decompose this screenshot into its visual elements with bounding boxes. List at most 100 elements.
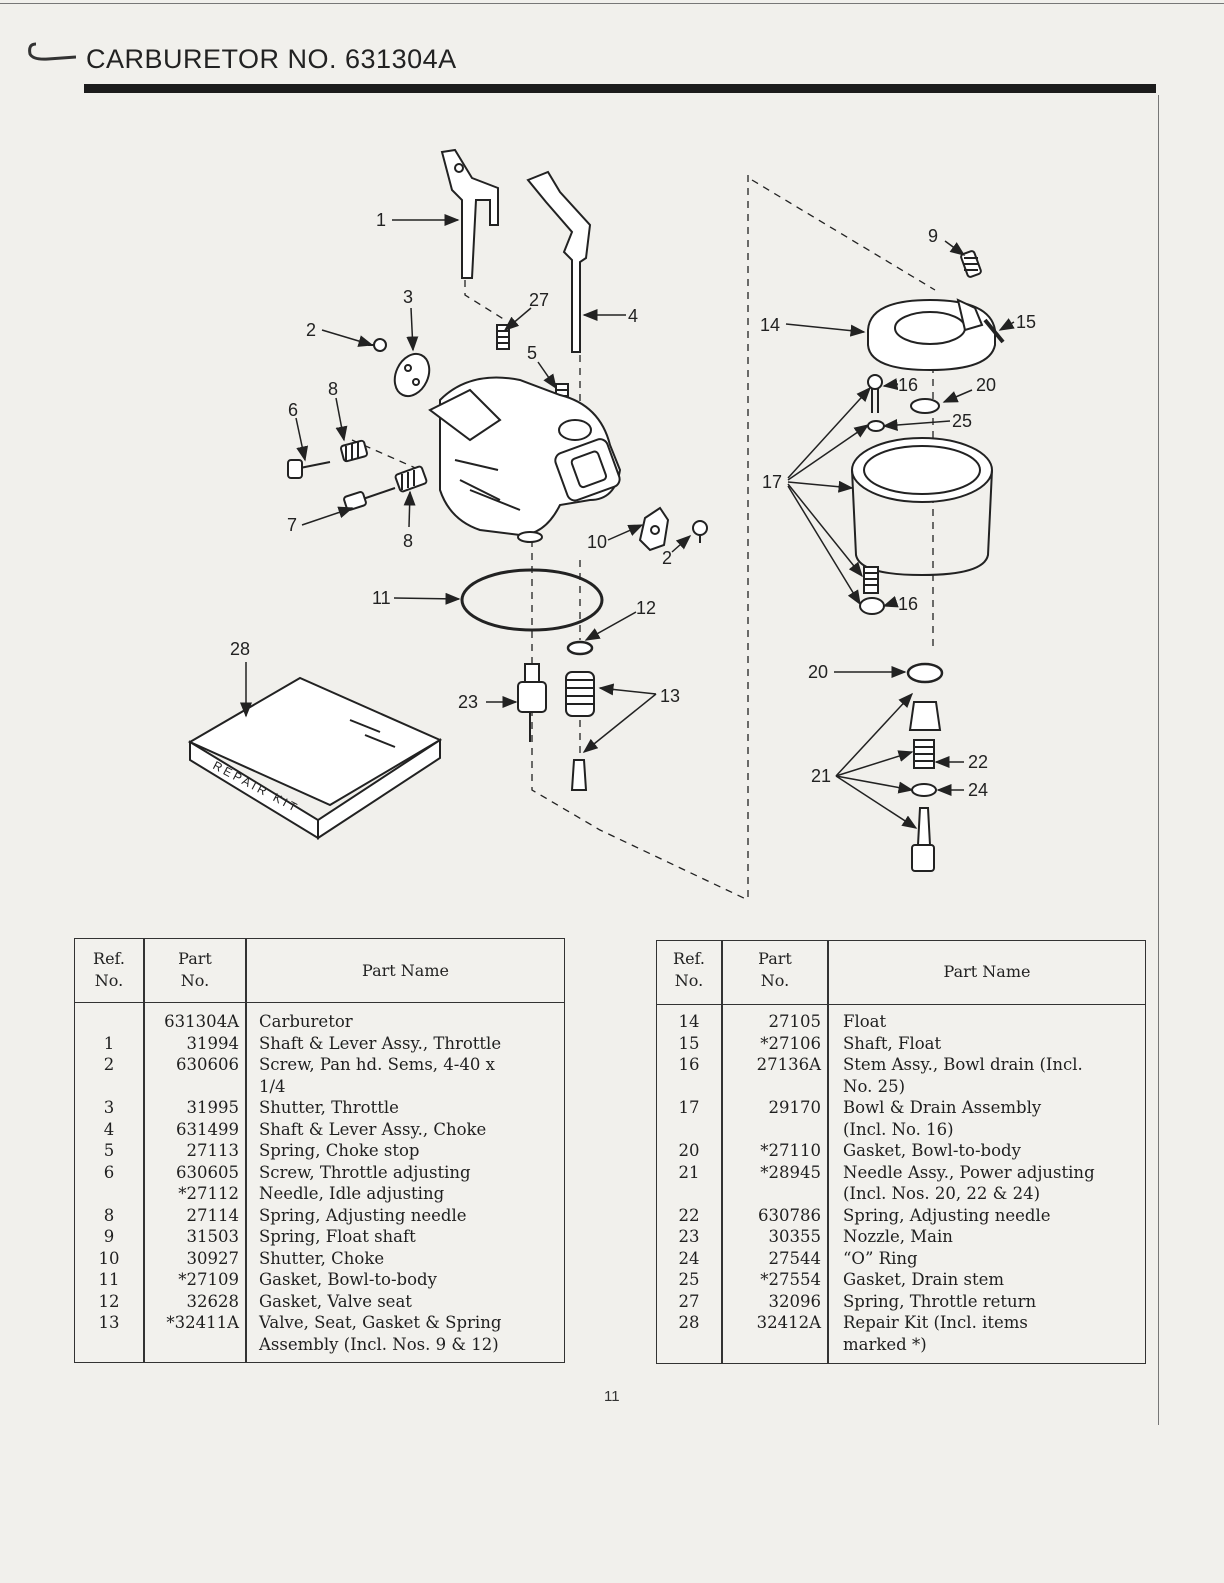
page-edge-right xyxy=(1158,95,1159,1425)
float-bowl-part-17 xyxy=(851,437,993,577)
part-no-cell: *27109 xyxy=(178,1270,239,1289)
power-needle-part-21 xyxy=(908,701,942,872)
part-name-cell: Needle, Idle adjusting xyxy=(259,1184,445,1203)
part-name-cell: Spring, Choke stop xyxy=(259,1141,420,1160)
gasket-part-20 xyxy=(910,398,940,414)
ref-no-cell: 20 xyxy=(678,1141,700,1160)
choke-shaft-part xyxy=(526,170,592,353)
page-edge-top xyxy=(0,3,1224,4)
part-name-cell: Screw, Throttle adjusting xyxy=(259,1162,471,1182)
header-part-name: Part Name xyxy=(362,961,449,980)
float-spring-part-9 xyxy=(960,250,982,278)
part-name-cell: Repair Kit (Incl. items marked *) xyxy=(843,1313,1028,1354)
part-no-cell: 30927 xyxy=(186,1248,240,1268)
callout-label: 2 xyxy=(662,548,672,568)
choke-shutter-part xyxy=(638,506,670,552)
callout-label: 24 xyxy=(968,780,988,800)
drain-spring-part xyxy=(863,566,879,594)
ref-no-cell: 12 xyxy=(98,1291,120,1311)
gasket-part-20b xyxy=(906,662,944,684)
ref-no-cell: 17 xyxy=(678,1098,700,1117)
ref-no-cell: 3 xyxy=(103,1098,115,1117)
part-name-cell: “O” Ring xyxy=(843,1248,918,1268)
part-no-cell: *27112 xyxy=(178,1184,239,1203)
part-no-cell: 631304A xyxy=(164,1012,239,1031)
callout-label: 14 xyxy=(760,315,780,335)
spring-part-27 xyxy=(496,324,510,350)
part-name-cell: Stem Assy., Bowl drain (Incl. No. 25) xyxy=(843,1055,1083,1096)
ref-no-cell: 6 xyxy=(103,1162,115,1182)
callout-label: 22 xyxy=(968,752,988,772)
part-name-cell: Valve, Seat, Gasket & Spring Assembly (I… xyxy=(259,1313,502,1354)
valve-seat-gasket-part xyxy=(566,640,594,656)
part-name-cell: Spring, Adjusting needle xyxy=(259,1205,467,1225)
part-name-cell: Float xyxy=(843,1012,887,1031)
callout-label: 28 xyxy=(230,639,250,659)
ref-no-cell: 15 xyxy=(678,1033,700,1053)
ref-no-cell: 25 xyxy=(678,1270,700,1289)
part-name-cell: Shaft, Float xyxy=(843,1033,942,1053)
callout-label: 23 xyxy=(458,692,478,712)
callout-label: 5 xyxy=(527,343,537,363)
float-part-14 xyxy=(867,298,996,372)
part-no-cell: *27554 xyxy=(760,1270,821,1289)
callout-label: 7 xyxy=(287,515,297,535)
callout-label: 6 xyxy=(288,400,298,420)
column-divider xyxy=(143,939,145,1362)
callout-label: 9 xyxy=(928,226,938,246)
part-name-cell: Shutter, Choke xyxy=(259,1248,385,1268)
callout-label: 27 xyxy=(529,290,549,310)
callout-label: 13 xyxy=(660,686,680,706)
table-header xyxy=(75,939,564,1003)
ref-no-cell: 27 xyxy=(678,1291,700,1311)
part-name-cell: Gasket, Valve seat xyxy=(259,1291,412,1311)
repair-kit-box xyxy=(187,676,443,840)
ref-no-cell: 5 xyxy=(103,1141,115,1160)
part-name-cell: Spring, Float shaft xyxy=(259,1227,416,1246)
part-no-cell: 27105 xyxy=(768,1012,822,1031)
callout-label: 3 xyxy=(403,287,413,307)
part-no-cell: 29170 xyxy=(768,1098,822,1117)
part-name-cell: Shutter, Throttle xyxy=(259,1098,399,1117)
drain-stem-part-16 xyxy=(867,374,883,413)
part-name-cell: Spring, Adjusting needle xyxy=(843,1205,1051,1225)
part-no-cell: 31995 xyxy=(186,1098,240,1117)
corner-mark-icon xyxy=(28,42,76,61)
gasket-part-25 xyxy=(867,420,885,432)
part-name-cell: Carburetor xyxy=(259,1012,353,1031)
spring-part-8b xyxy=(394,465,428,493)
ref-no-cell: 22 xyxy=(678,1205,700,1225)
table-row: 25 *27554 Gasket, Drain stem xyxy=(657,1269,1145,1291)
part-no-cell: 30355 xyxy=(768,1227,822,1246)
page-number: 11 xyxy=(604,1388,620,1405)
part-no-cell: 27136A xyxy=(756,1055,821,1074)
callout-label: 25 xyxy=(952,411,972,431)
bowl-gasket-part xyxy=(460,568,604,632)
column-divider xyxy=(245,939,247,1362)
part-no-cell: 630605 xyxy=(176,1162,239,1182)
ref-no-cell: 10 xyxy=(98,1248,120,1268)
callout-label: 10 xyxy=(587,532,607,552)
screw-part-2b xyxy=(692,520,708,543)
float-shaft-part xyxy=(983,318,1005,344)
ref-no-cell: 23 xyxy=(678,1227,700,1246)
part-name-cell: Gasket, Drain stem xyxy=(843,1270,1004,1289)
callout-label: 16 xyxy=(898,594,918,614)
table-row: 10 30927 Shutter, Choke xyxy=(75,1248,564,1270)
part-name-cell: Needle Assy., Power adjusting (Incl. Nos… xyxy=(843,1162,1095,1204)
exploded-parts-diagram: 1 2 3 27 4 5 8 6 7 8 10 2 11 12 28 23 13… xyxy=(187,148,1036,901)
